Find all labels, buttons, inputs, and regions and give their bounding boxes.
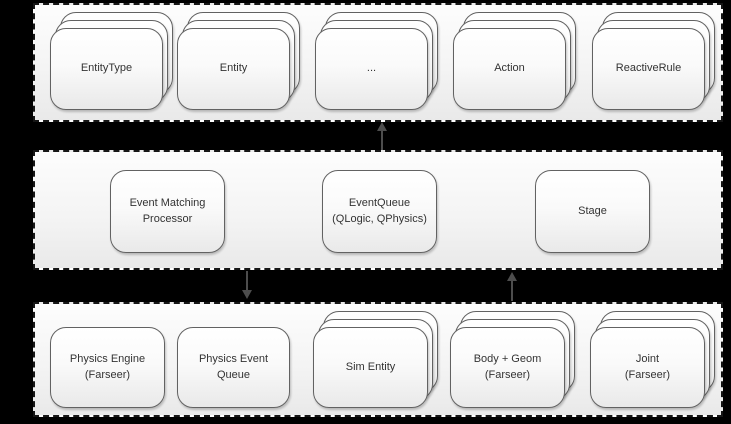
box-physics-engine: Physics Engine (Farseer)	[50, 327, 165, 408]
box-ellipsis: ...	[315, 12, 438, 110]
stack-layer-front: Sim Entity	[313, 327, 428, 408]
arrowhead-down-icon	[242, 290, 252, 299]
stack-layer-front: Action	[453, 28, 566, 110]
stack-layer-front: Body + Geom (Farseer)	[450, 327, 565, 408]
box-eventqueue: EventQueue (QLogic, QPhysics)	[322, 170, 437, 253]
box-joint: Joint (Farseer)	[590, 311, 715, 408]
arrow-middle-to-top	[377, 122, 387, 150]
box-stage: Stage	[535, 170, 650, 253]
box-label: EventQueue (QLogic, QPhysics)	[332, 197, 427, 225]
box-label: Physics Engine (Farseer)	[69, 353, 146, 381]
arrow-line	[381, 129, 383, 150]
box-face: Event Matching Processor	[110, 170, 225, 253]
stack-layer-front: Joint (Farseer)	[590, 327, 705, 408]
box-face: Stage	[535, 170, 650, 253]
arrow-bottom-to-middle	[507, 272, 517, 301]
box-entitytype: EntityType	[50, 12, 173, 110]
box-label: ...	[366, 62, 377, 75]
box-event-matching-processor: Event Matching Processor	[110, 170, 225, 253]
box-label: Physics Event Queue	[198, 353, 269, 381]
stack-layer-front: EntityType	[50, 28, 163, 110]
stack-layer-front: ...	[315, 28, 428, 110]
arrow-middle-to-bottom	[242, 271, 252, 299]
box-sim-entity: Sim Entity	[313, 311, 438, 408]
box-label: ReactiveRule	[615, 62, 682, 75]
arrowhead-up-icon	[507, 272, 517, 281]
stack-layer-front: ReactiveRule	[592, 28, 705, 110]
box-face: Physics Event Queue	[177, 327, 290, 408]
box-entity: Entity	[177, 12, 300, 110]
arrow-line	[511, 279, 513, 301]
box-label: Stage	[578, 204, 607, 217]
box-label: Action	[494, 62, 525, 75]
box-label: Event Matching Processor	[129, 197, 206, 225]
box-action: Action	[453, 12, 576, 110]
arrowhead-up-icon	[377, 122, 387, 131]
box-label: Body + Geom (Farseer)	[473, 353, 542, 381]
box-label: Sim Entity	[345, 360, 396, 373]
box-physics-event-queue: Physics Event Queue	[177, 327, 290, 408]
arrow-line	[246, 271, 248, 292]
box-label: Entity	[219, 62, 248, 75]
stack-layer-front: Entity	[177, 28, 290, 110]
box-label: Joint (Farseer)	[624, 353, 671, 381]
box-body-geom: Body + Geom (Farseer)	[450, 311, 575, 408]
box-face: Physics Engine (Farseer)	[50, 327, 165, 408]
box-label: EntityType	[80, 62, 133, 75]
box-face: EventQueue (QLogic, QPhysics)	[322, 170, 437, 253]
box-reactiverule: ReactiveRule	[592, 12, 715, 110]
